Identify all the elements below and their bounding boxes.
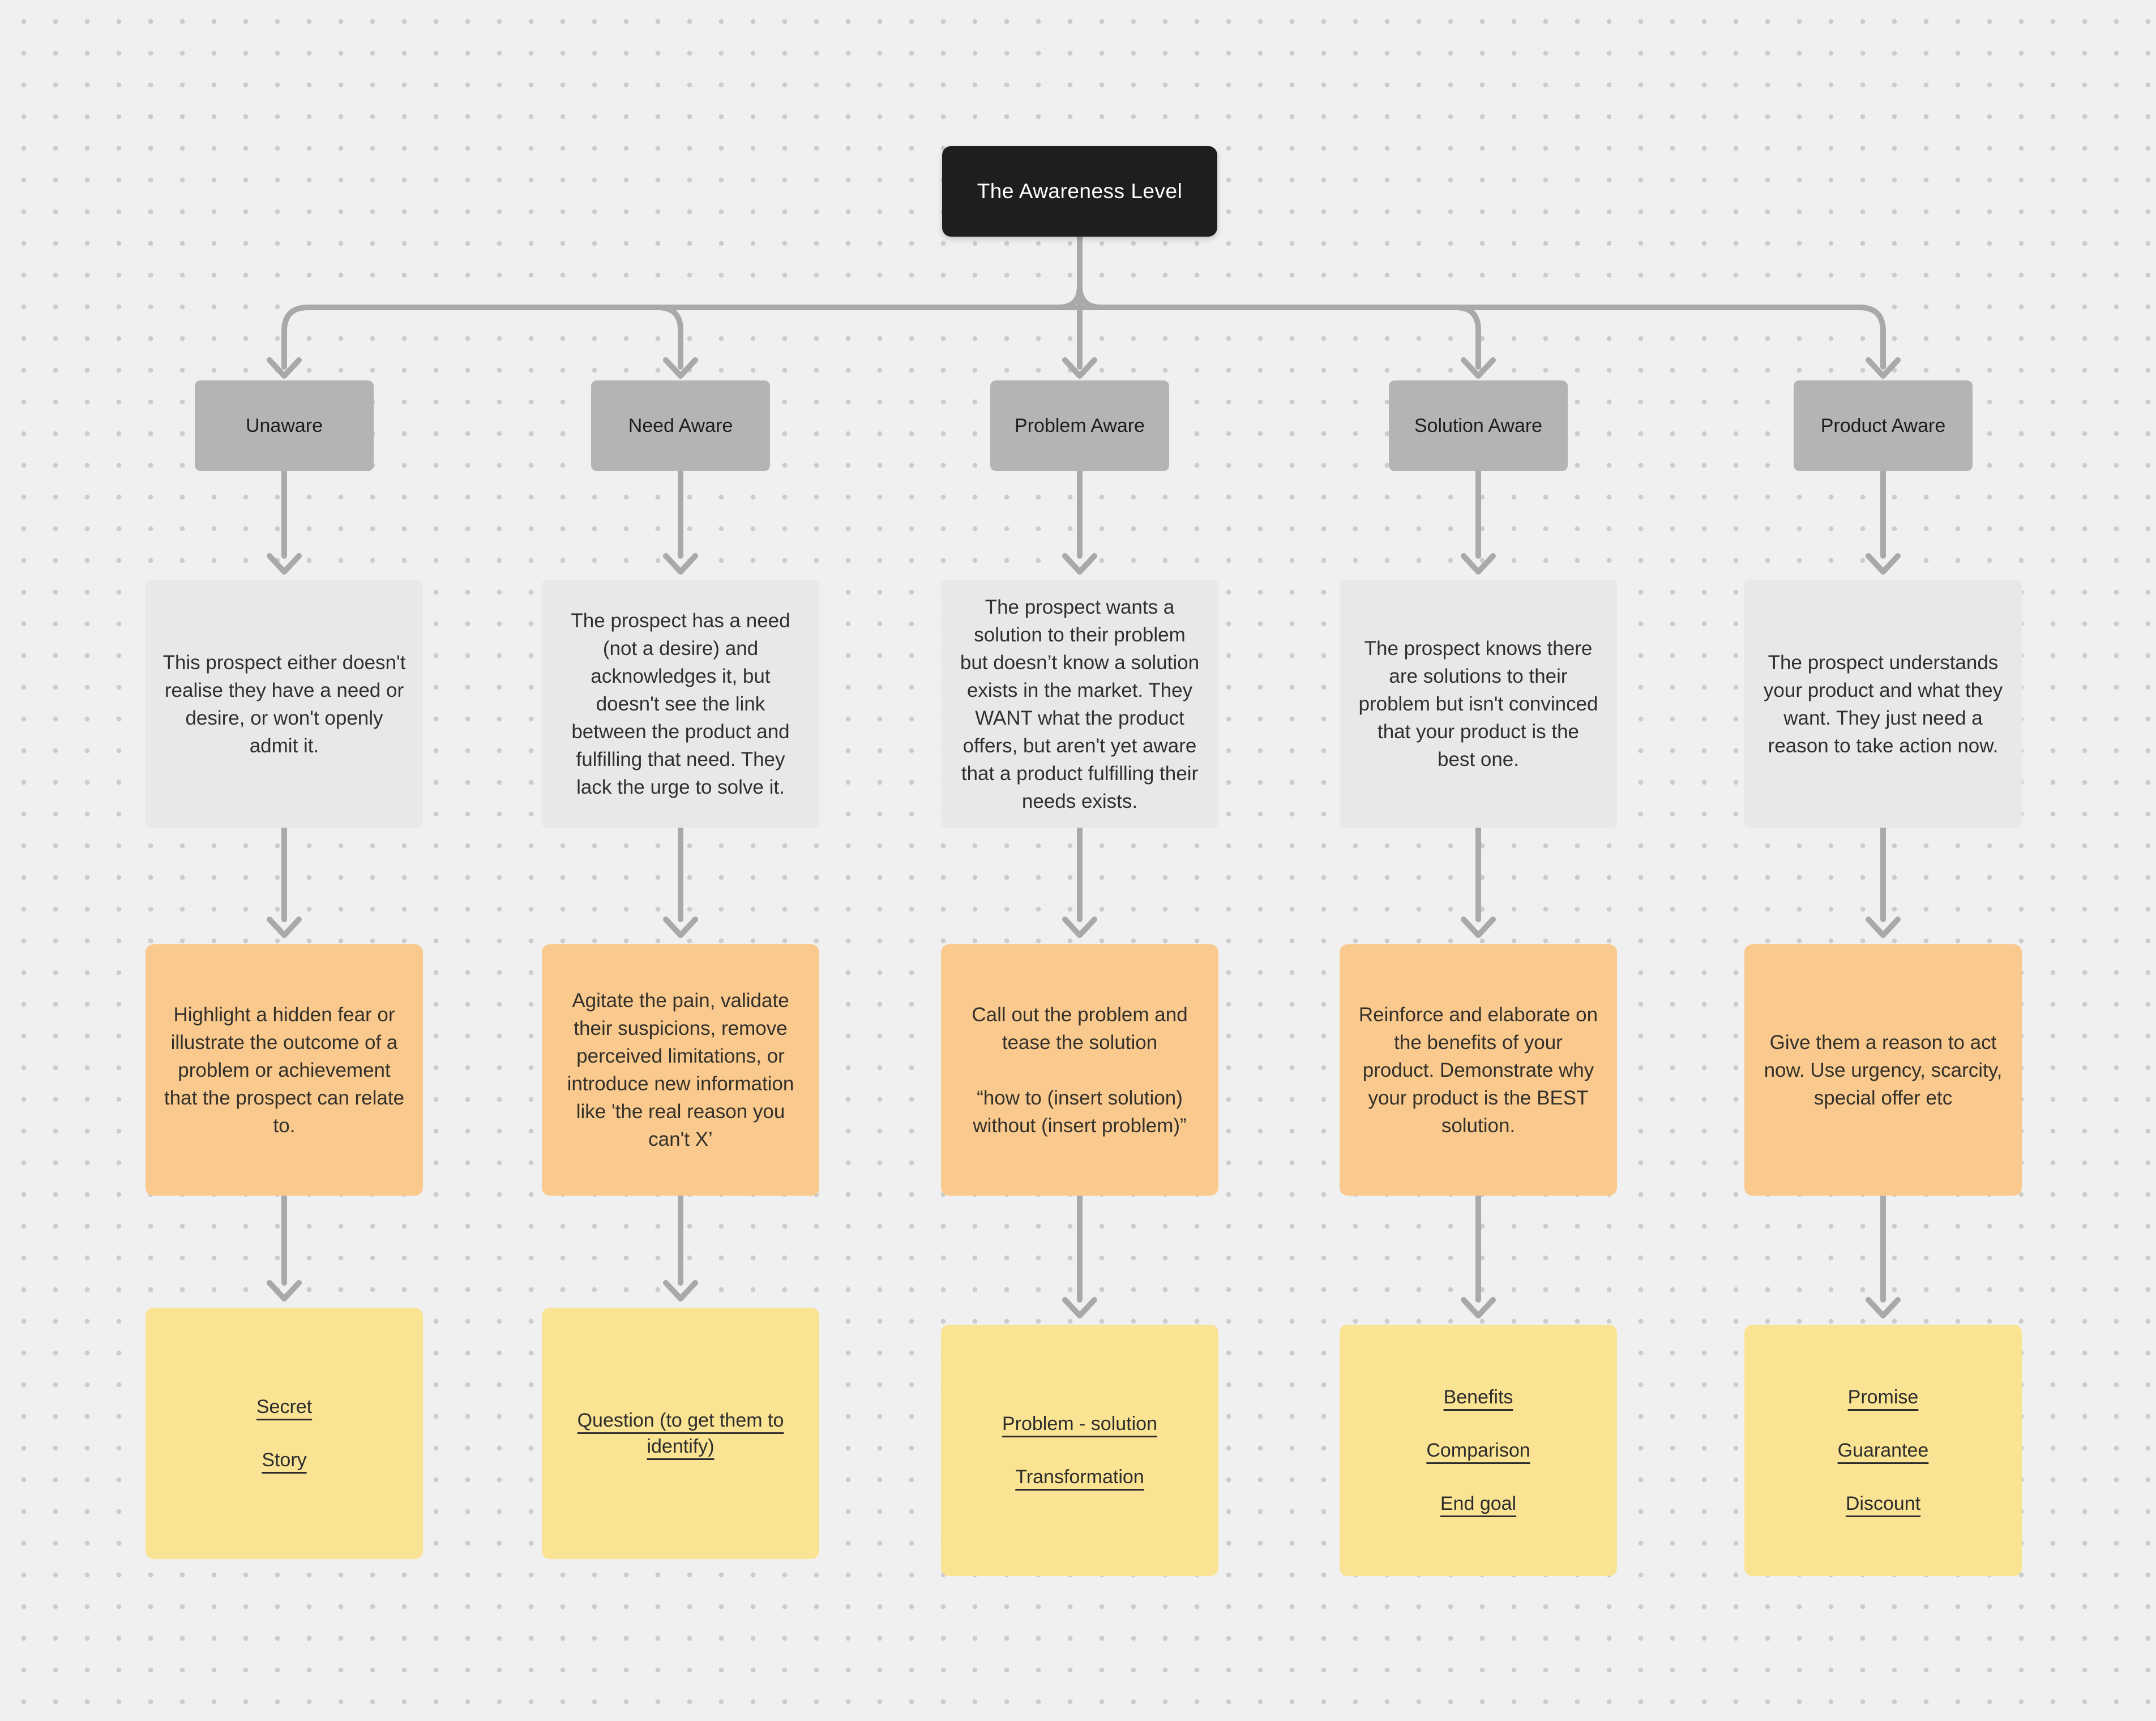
strategy-text: Highlight a hidden fear or illustrate th… bbox=[164, 1003, 405, 1137]
strategy-quote-text: “how to (insert solution) without (inser… bbox=[973, 1086, 1187, 1137]
awareness-column-product-aware: Product Aware The prospect understands y… bbox=[1744, 0, 2022, 1721]
tactic-link-comparison[interactable]: Comparison bbox=[1426, 1440, 1530, 1461]
tactic-link-question[interactable]: Question (to get them to identify) bbox=[577, 1410, 784, 1457]
strategy-node-need-aware[interactable]: Agitate the pain, validate their suspici… bbox=[542, 944, 819, 1196]
description-text: This prospect either doesn't realise the… bbox=[162, 651, 406, 757]
tactic-link-discount[interactable]: Discount bbox=[1845, 1493, 1921, 1514]
awareness-column-need-aware: Need Aware The prospect has a need (not … bbox=[542, 0, 819, 1721]
strategy-text: Agitate the pain, validate their suspici… bbox=[567, 990, 794, 1150]
stage-label-text: Need Aware bbox=[628, 414, 733, 436]
description-text: The prospect understands your product an… bbox=[1763, 651, 2003, 757]
tactics-node-problem-aware[interactable]: Problem - solution Transformation bbox=[941, 1325, 1218, 1576]
tactic-link-problem-solution[interactable]: Problem - solution bbox=[1002, 1413, 1157, 1435]
description-text: The prospect has a need (not a desire) a… bbox=[571, 610, 790, 798]
strategy-node-solution-aware[interactable]: Reinforce and elaborate on the benefits … bbox=[1340, 944, 1617, 1196]
tactic-link-benefits[interactable]: Benefits bbox=[1443, 1386, 1513, 1408]
tactic-link-guarantee[interactable]: Guarantee bbox=[1837, 1440, 1929, 1461]
tactic-link-transformation[interactable]: Transformation bbox=[1015, 1466, 1144, 1488]
stage-label-text: Solution Aware bbox=[1414, 414, 1543, 436]
tactic-link-end-goal[interactable]: End goal bbox=[1440, 1493, 1517, 1514]
description-text: The prospect knows there are solutions t… bbox=[1358, 637, 1598, 770]
stage-node-solution-aware[interactable]: Solution Aware bbox=[1389, 380, 1568, 471]
description-node-solution-aware[interactable]: The prospect knows there are solutions t… bbox=[1340, 580, 1617, 828]
stage-label-text: Problem Aware bbox=[1015, 414, 1145, 436]
description-text: The prospect wants a solution to their p… bbox=[960, 596, 1200, 812]
description-node-problem-aware[interactable]: The prospect wants a solution to their p… bbox=[941, 580, 1218, 828]
stage-node-problem-aware[interactable]: Problem Aware bbox=[990, 380, 1169, 471]
description-node-need-aware[interactable]: The prospect has a need (not a desire) a… bbox=[542, 580, 819, 828]
description-node-product-aware[interactable]: The prospect understands your product an… bbox=[1744, 580, 2022, 828]
tactic-link-promise[interactable]: Promise bbox=[1847, 1386, 1919, 1408]
strategy-text: Call out the problem and tease the solut… bbox=[972, 1003, 1188, 1054]
strategy-node-problem-aware[interactable]: Call out the problem and tease the solut… bbox=[941, 944, 1218, 1196]
stage-label-text: Unaware bbox=[245, 414, 323, 436]
strategy-text: Reinforce and elaborate on the benefits … bbox=[1358, 1003, 1598, 1137]
awareness-column-solution-aware: Solution Aware The prospect knows there … bbox=[1340, 0, 1617, 1721]
description-node-unaware[interactable]: This prospect either doesn't realise the… bbox=[146, 580, 423, 828]
awareness-column-unaware: Unaware This prospect either doesn't rea… bbox=[146, 0, 423, 1721]
stage-node-unaware[interactable]: Unaware bbox=[195, 380, 374, 471]
awareness-column-problem-aware: Problem Aware The prospect wants a solut… bbox=[941, 0, 1218, 1721]
tactic-link-story[interactable]: Story bbox=[262, 1449, 307, 1471]
stage-label-text: Product Aware bbox=[1820, 414, 1946, 436]
root-node-awareness-level[interactable]: The Awareness Level bbox=[942, 146, 1217, 237]
tactics-node-product-aware[interactable]: Promise Guarantee Discount bbox=[1744, 1325, 2022, 1576]
strategy-text: Give them a reason to act now. Use urgen… bbox=[1764, 1031, 2003, 1109]
tactic-link-secret[interactable]: Secret bbox=[256, 1396, 313, 1418]
strategy-node-product-aware[interactable]: Give them a reason to act now. Use urgen… bbox=[1744, 944, 2022, 1196]
strategy-node-unaware[interactable]: Highlight a hidden fear or illustrate th… bbox=[146, 944, 423, 1196]
stage-node-need-aware[interactable]: Need Aware bbox=[591, 380, 770, 471]
tactics-node-unaware[interactable]: Secret Story bbox=[146, 1308, 423, 1559]
tactics-node-need-aware[interactable]: Question (to get them to identify) bbox=[542, 1308, 819, 1559]
root-title-text: The Awareness Level bbox=[977, 179, 1183, 203]
tactics-node-solution-aware[interactable]: Benefits Comparison End goal bbox=[1340, 1325, 1617, 1576]
stage-node-product-aware[interactable]: Product Aware bbox=[1794, 380, 1973, 471]
